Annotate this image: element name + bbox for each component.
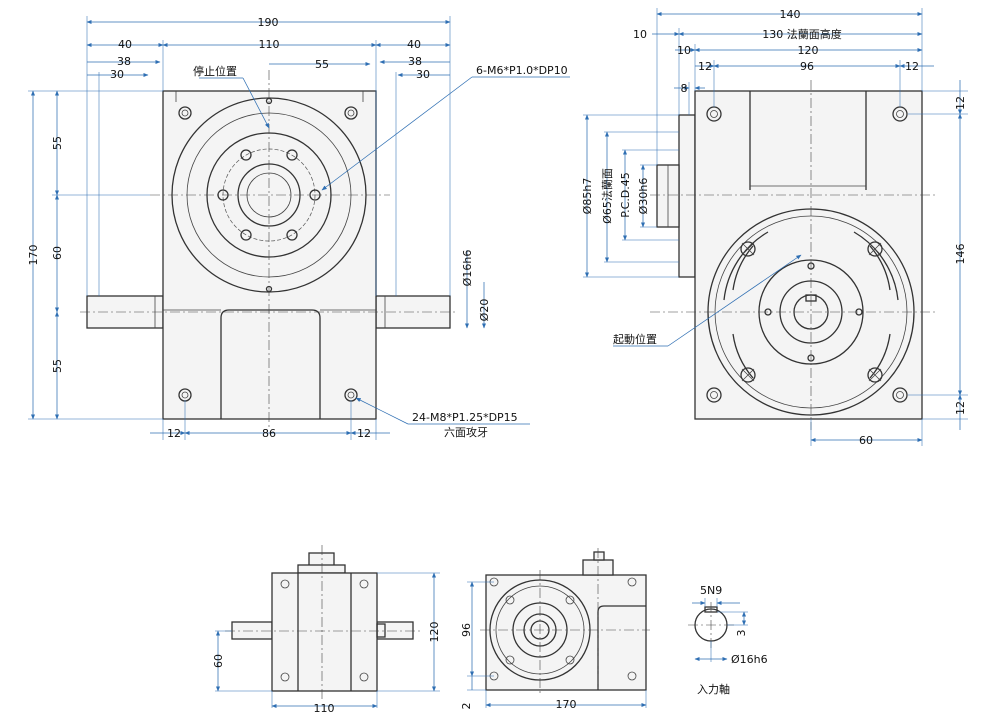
shaft-dia-label: Ø16h6 [731,653,768,666]
housing-body [271,572,378,692]
tap-note-sub: 六面攻牙 [444,425,488,439]
dim-12-bottom-left: 12 [167,427,181,440]
thread-note: 6-M6*P1.0*DP10 [476,64,568,77]
dim-40-left: 40 [118,38,132,51]
key-width-label: 5N9 [700,584,722,597]
dim-120: 120 [798,44,819,57]
dim-60: 60 [212,654,225,668]
dim-38-left: 38 [117,55,131,68]
dim-120: 120 [428,622,441,643]
top-left-view [80,70,458,430]
dim-38-right: 38 [408,55,422,68]
key-depth-label: 3 [735,630,748,637]
dim-110: 110 [259,38,280,51]
dim-dia-20: Ø20 [478,299,491,322]
dim-12-left: 12 [698,60,712,73]
dim-170: 170 [556,698,577,711]
mounting-hole [892,387,908,403]
dim-dia-65: Ø65法蘭面 [600,168,614,224]
dim-shaft-dia: Ø16h6 [461,250,474,287]
dim-60-middle: 60 [51,246,64,260]
dim-190: 190 [258,16,279,29]
dim-170: 170 [27,245,40,266]
start-position-label: 起動位置 [613,332,657,346]
dim-110: 110 [314,702,335,713]
bottom-middle-view: 96 2 170 [460,548,650,711]
dim-55-offset: 55 [315,58,329,71]
dim-96: 96 [800,60,814,73]
mounting-hole [344,106,358,120]
bottom-left-view: 60 120 110 [212,545,441,713]
bottom-slot [220,309,321,419]
top-right-dimensions: 140 10 130 法蘭面高度 10 120 12 96 12 8 12 14… [581,8,968,447]
dim-30-right: 30 [416,68,430,81]
mounting-hole [706,387,722,403]
top-left-dimensions: 190 40 110 40 38 30 38 30 55 170 55 60 5… [27,16,570,440]
dim-10-flange: 10 [633,28,647,41]
dim-55-upper: 55 [51,136,64,150]
dim-96: 96 [460,623,473,637]
dim-140: 140 [780,8,801,21]
dim-pcd-45: P.C.D.45 [619,172,632,218]
dim-8: 8 [681,82,688,95]
dim-2: 2 [460,703,473,710]
dim-130-flange-height: 130 法蘭面高度 [762,27,842,41]
input-shaft-title: 入力軸 [697,682,730,696]
dim-55-lower: 55 [51,359,64,373]
housing-body [162,90,377,420]
dim-12-right-top: 12 [954,96,967,110]
input-shaft-detail: 5N9 3 Ø16h6 入力軸 [688,584,768,696]
stop-position-label: 停止位置 [193,64,237,78]
dim-60-bottom: 60 [859,434,873,447]
dim-12-bottom-right: 12 [357,427,371,440]
dim-86: 86 [262,427,276,440]
slot-bolts [740,241,883,383]
dim-30-left: 30 [110,68,124,81]
dim-40-right: 40 [407,38,421,51]
dim-dia-85: Ø85h7 [581,178,594,215]
dim-146: 146 [954,244,967,265]
top-right-view [650,80,935,430]
tap-note: 24-M8*P1.25*DP15 [412,411,518,424]
flange-plate [678,114,696,278]
dim-dia-30: Ø30h6 [637,178,650,215]
dim-12-right: 12 [905,60,919,73]
mounting-hole [178,106,192,120]
dim-12-right-bottom: 12 [954,401,967,415]
arc-slots [723,231,899,379]
dim-10-inner: 10 [677,44,691,57]
